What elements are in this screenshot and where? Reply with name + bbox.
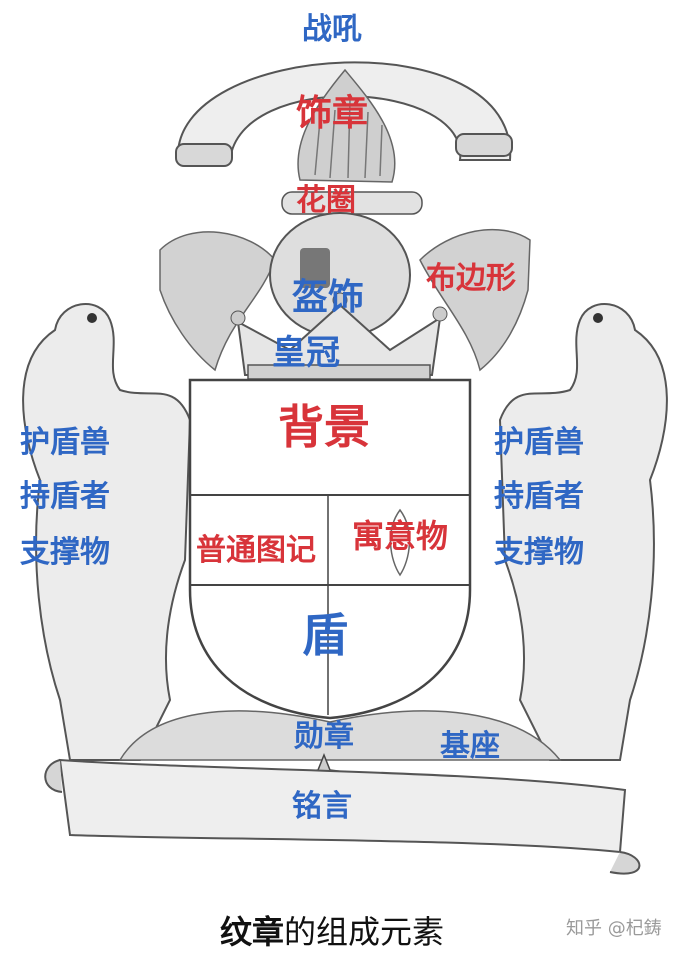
label-war-cry: 战吼 (302, 12, 362, 47)
left-supporter (22, 303, 192, 761)
label-crest: 饰章 (296, 93, 369, 134)
watermark: 知乎 @杞鋳 (566, 918, 662, 939)
figure-caption: 纹章的组成元素 (220, 907, 444, 953)
label-right-supporter-3: 支撑物 (494, 535, 584, 570)
caption-bold: 纹章 (220, 913, 285, 951)
mantling (159, 228, 531, 372)
label-wreath: 花圈 (296, 183, 356, 218)
label-left-supporter-1: 护盾兽 (20, 425, 110, 460)
caption-rest: 的组成元素 (284, 913, 445, 951)
crest-plume (297, 68, 396, 183)
label-left-supporter-3: 支撑物 (20, 535, 110, 570)
right-supporter (498, 303, 668, 761)
compartment (118, 710, 562, 761)
label-field: 背景 (278, 400, 370, 454)
label-crown: 皇冠 (272, 333, 340, 373)
coat-of-arms-illustration (22, 61, 668, 875)
war-cry-scroll (175, 61, 513, 167)
label-compartment: 基座 (440, 729, 500, 764)
crown (230, 292, 448, 380)
label-right-supporter-2: 持盾者 (494, 479, 584, 514)
label-right-supporter-1: 护盾兽 (494, 425, 584, 460)
label-left-supporter-2: 持盾者 (20, 479, 110, 514)
label-charge: 寓意物 (352, 517, 449, 555)
shield (188, 378, 472, 720)
label-motto: 铭言 (292, 789, 352, 824)
label-order: 勋章 (294, 719, 354, 754)
caption-bar (0, 892, 690, 954)
label-shield: 盾 (302, 608, 348, 662)
label-mantling: 布边形 (426, 261, 516, 296)
label-helmet: 盔饰 (292, 277, 365, 318)
label-ordinaries: 普通图记 (196, 533, 316, 568)
motto-scroll (44, 758, 641, 875)
